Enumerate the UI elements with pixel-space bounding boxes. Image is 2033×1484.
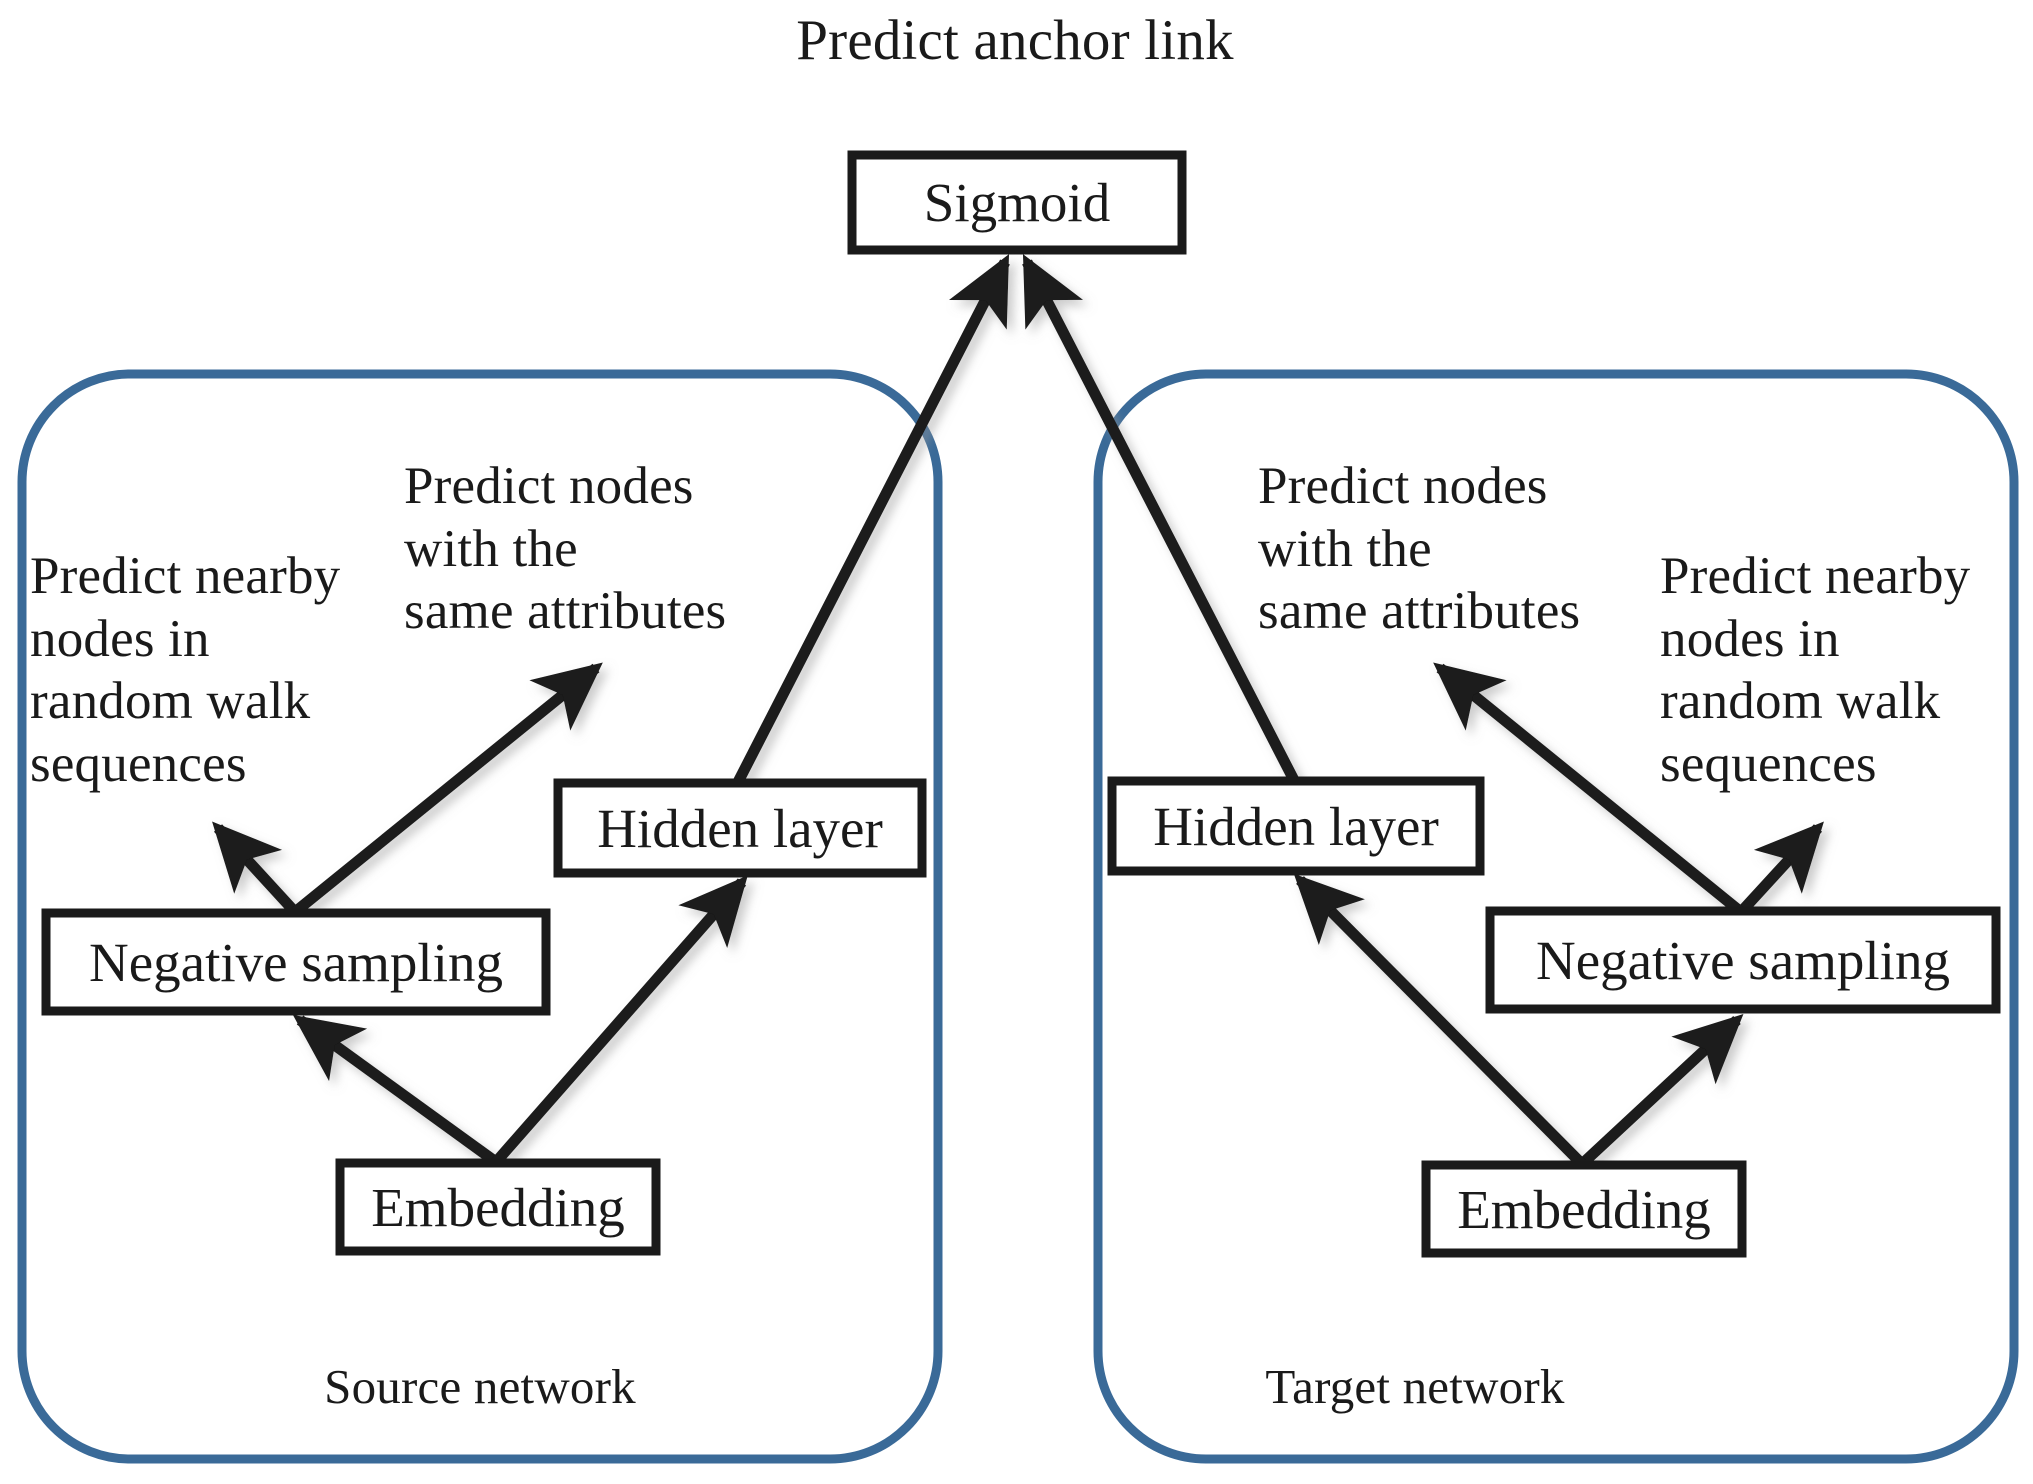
arrow-source-embedding-to-hidden [491, 875, 748, 1166]
sigmoid-label: Sigmoid [923, 172, 1111, 233]
source-negative-sampling-label: Negative sampling [89, 931, 503, 993]
target-annotation-same-attributes: Predict nodes with the same attributes [1258, 457, 1581, 641]
panel-target-border [1093, 369, 2019, 1464]
sigmoid-box[interactable] [847, 150, 1187, 255]
arrow-target-hidden-to-sigmoid [1022, 254, 1301, 787]
source-negative-sampling-box[interactable] [41, 908, 551, 1016]
target-negative-sampling-box[interactable] [1485, 906, 2001, 1014]
arrow-target-negsamp-to-nearby-nodes [1736, 821, 1824, 916]
target-hidden-layer-box[interactable] [1107, 776, 1485, 876]
arrow-target-negsamp-to-same-attributes [1433, 662, 1745, 917]
arrow-target-embedding-to-hidden [1293, 873, 1586, 1168]
target-negative-sampling-label: Negative sampling [1536, 929, 1950, 991]
target-embedding-box[interactable] [1421, 1160, 1747, 1258]
arrow-source-hidden-to-sigmoid [732, 254, 1010, 787]
arrow-source-embedding-to-negsamp [292, 1014, 500, 1167]
source-annotation-same-attributes: Predict nodes with the same attributes [404, 457, 727, 641]
target-annotation-nearby-nodes: Predict nearby nodes in random walk sequ… [1660, 547, 1971, 793]
source-embedding-label: Embedding [371, 1176, 625, 1238]
target-hidden-layer-label: Hidden layer [1153, 795, 1439, 857]
target-embedding-label: Embedding [1457, 1178, 1711, 1240]
arrow-target-embedding-to-negsamp [1578, 1014, 1744, 1169]
page-title: Predict anchor link [796, 9, 1234, 72]
panel-title-source-network: Source network [324, 1359, 636, 1414]
source-hidden-layer-box[interactable] [553, 778, 927, 878]
arrow-source-negsamp-to-nearby-nodes [212, 821, 300, 916]
source-annotation-nearby-nodes: Predict nearby nodes in random walk sequ… [30, 547, 341, 793]
arrow-source-negsamp-to-same-attributes [291, 662, 603, 917]
source-hidden-layer-label: Hidden layer [597, 797, 883, 859]
source-embedding-box[interactable] [335, 1158, 661, 1256]
panel-title-target-network: Target network [1265, 1359, 1565, 1414]
panel-source-border [17, 369, 943, 1464]
